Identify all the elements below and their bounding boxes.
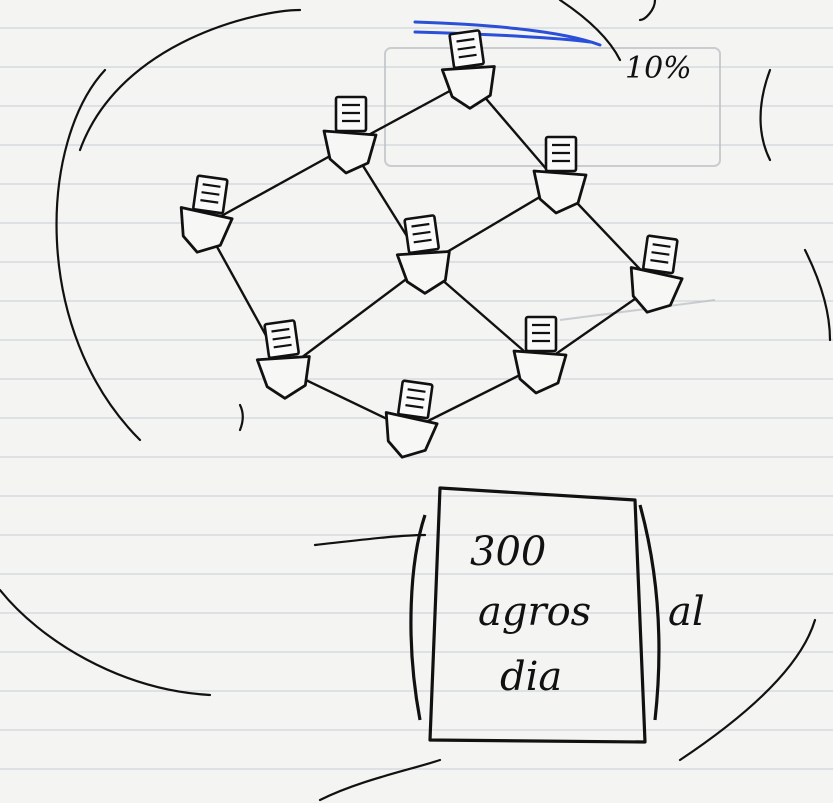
box-text-line3: dia: [500, 654, 562, 700]
node-far-left: [179, 174, 234, 254]
edge-upper-left-1-far-left: [203, 143, 352, 227]
curve-top-right: [558, 0, 622, 62]
percent-label: 10%: [625, 51, 692, 86]
curve-top-tick: [638, 0, 657, 22]
tick-mark: [238, 403, 244, 432]
blue-stroke-2: [413, 30, 592, 44]
stroke-left-of-box: [313, 533, 427, 547]
cup-icon: [384, 411, 439, 459]
curve-bottom-right: [678, 618, 817, 762]
cup-icon: [395, 250, 451, 295]
curve-top-left: [78, 8, 302, 152]
cup-icon: [532, 169, 588, 215]
document-icon: [642, 234, 679, 275]
faint-mark: [559, 299, 716, 321]
box-text-line1: 300: [470, 529, 546, 575]
node-upper-right: [532, 135, 588, 215]
diagram-nodes: [179, 29, 684, 459]
bottom-box: [409, 486, 661, 744]
document-icon: [448, 29, 485, 70]
document-icon: [192, 174, 229, 215]
box-text-line2: agros: [478, 589, 591, 635]
node-far-right: [629, 234, 684, 314]
side-text-al: al: [668, 589, 705, 635]
curve-right: [803, 248, 832, 342]
box-right-bracket: [638, 504, 661, 721]
node-lower-right: [512, 315, 568, 395]
document-icon: [263, 319, 300, 360]
node-lower-left: [255, 319, 311, 400]
curve-bottom: [318, 758, 442, 802]
edge-center-lower-left: [283, 263, 427, 372]
node-center: [395, 214, 451, 295]
document-icon: [544, 135, 578, 173]
cup-icon: [255, 355, 311, 400]
node-top: [440, 29, 496, 110]
cup-icon: [179, 206, 234, 254]
node-upper-left-1: [322, 95, 378, 175]
cup-icon: [440, 65, 496, 110]
blue-pen-strokes: [413, 20, 602, 47]
box-outline: [428, 486, 647, 744]
curve-right-top: [759, 68, 772, 162]
node-bottom: [384, 379, 439, 459]
curve-left: [55, 68, 142, 442]
box-left-bracket: [409, 514, 427, 721]
cup-icon: [322, 129, 378, 175]
document-icon: [403, 214, 440, 255]
cup-icon: [512, 349, 568, 395]
cup-icon: [629, 266, 684, 314]
document-icon: [524, 315, 558, 353]
document-icon: [397, 379, 434, 420]
curve-bottom-left: [0, 588, 212, 697]
document-icon: [334, 95, 368, 133]
